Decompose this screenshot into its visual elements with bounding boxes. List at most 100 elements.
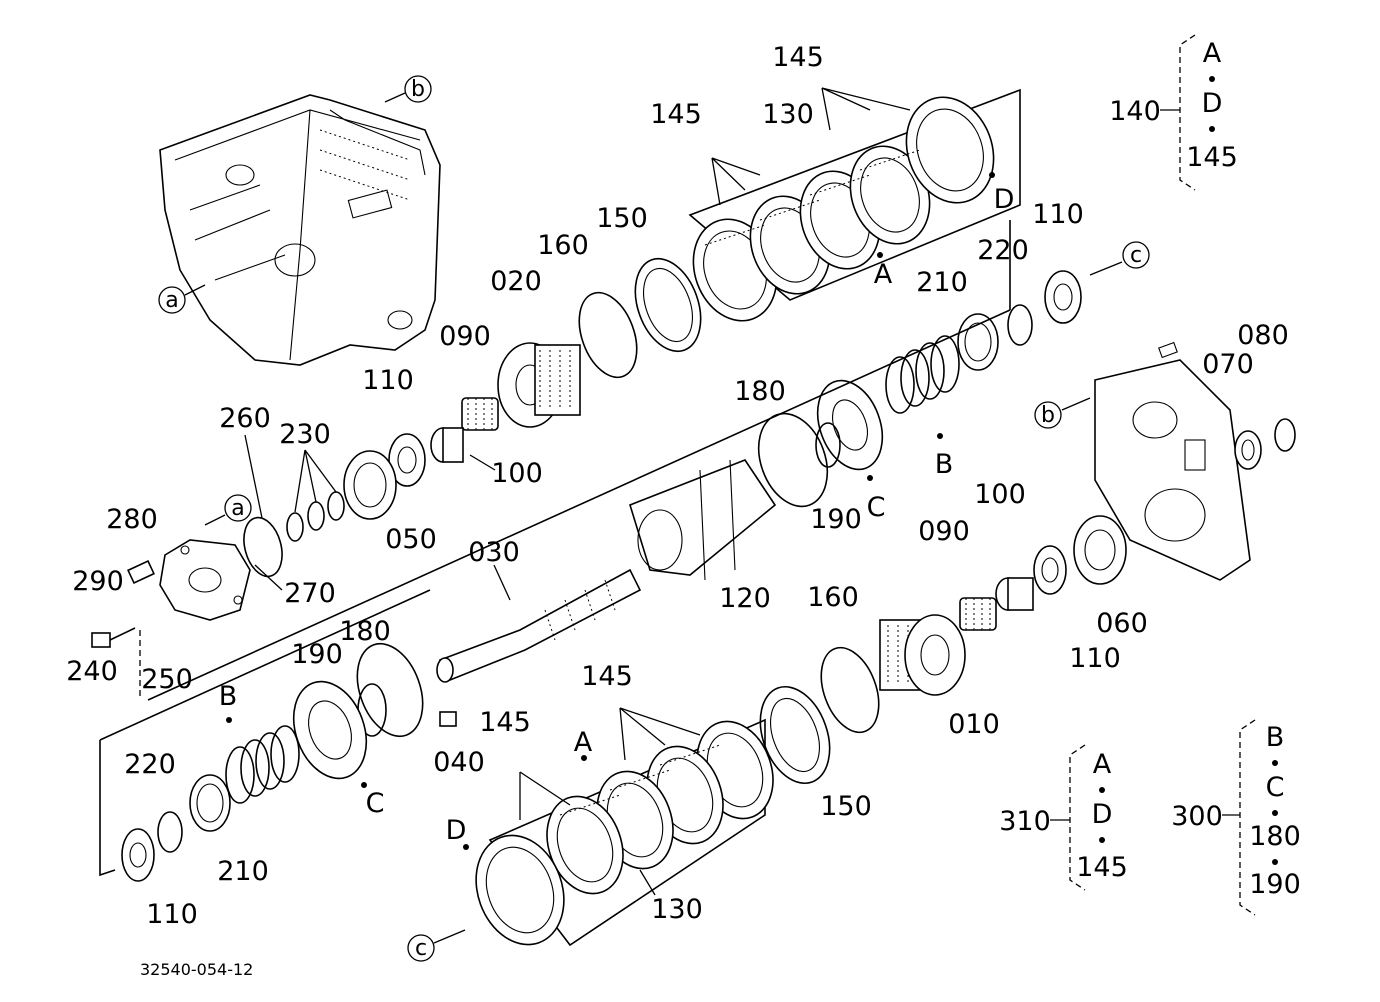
seal-ring-180-bottom [356,642,424,738]
washer-110-bottom [121,828,155,882]
washer-210-bottom [189,774,231,832]
label-145-top-a: 145 [772,42,824,73]
bolt-290 [91,627,136,648]
mark-A-top: A [874,259,893,290]
label-090-right: 090 [918,516,970,547]
gear-020 [497,342,581,428]
mark-C-top: C [867,492,886,523]
ball-bearing-060 [1073,515,1127,585]
plate-150-bottom [759,685,831,785]
svg-text:180: 180 [1249,821,1301,852]
mark-D-bottom: D [446,815,467,846]
label-130-top: 130 [762,99,814,130]
collar-100-right [995,577,1034,611]
rear-cover-plate [1094,341,1251,581]
snap-ring-160-bottom [820,646,880,734]
label-145-bottom-a: 145 [581,661,633,692]
svg-text:300: 300 [1171,801,1223,832]
svg-text:310: 310 [999,806,1051,837]
clutch-drum-120 [629,459,777,581]
washer-210-top [957,313,999,371]
svg-text:D: D [1202,88,1223,119]
bolt-280 [127,559,155,585]
label-110-top-left: 110 [362,365,414,396]
mark-D-top: D [994,184,1015,215]
label-100-right: 100 [974,479,1026,510]
label-020: 020 [490,266,542,297]
svg-text:140: 140 [1109,96,1161,127]
label-270: 270 [284,578,336,609]
kit-310: 310 A D 145 [999,744,1128,891]
seal-ring-190-mid [815,422,841,468]
label-210-top: 210 [916,267,968,298]
label-110-right: 110 [1069,643,1121,674]
svg-text:A: A [1203,38,1222,69]
label-210-bottom: 210 [217,856,269,887]
collar-100-top [430,427,464,463]
circle-ref-c-right: c [1089,241,1150,276]
washer-110-top-left [388,433,426,487]
label-060: 060 [1096,608,1148,639]
spring-B-top [885,335,960,414]
circle-ref-c-bottom: c [407,929,466,962]
label-080: 080 [1237,320,1289,351]
circle-ref-a-left: a [158,284,206,314]
piston-mid [816,379,884,471]
circle-ref-b-top: b [384,75,432,103]
gear-010 [879,614,966,696]
label-180-bottom: 180 [339,616,391,647]
label-220-bottom: 220 [124,749,176,780]
svg-text:C: C [1266,772,1285,803]
drawing-number: 32540-054-12 [140,960,253,979]
upper-clutch-pack [688,87,1021,322]
kit-140: 140 A D 145 [1109,34,1238,191]
label-160-bottom: 160 [807,582,859,613]
label-220-top: 220 [977,235,1029,266]
svg-text:D: D [1092,799,1113,830]
label-110-bottom: 110 [146,899,198,930]
label-145-top-b: 145 [650,99,702,130]
washer-110-right [1033,545,1067,595]
label-010: 010 [948,709,1000,740]
assembly-bracket-lower [99,589,431,877]
circle-ref-b-right: b [1034,397,1091,429]
svg-text:B: B [1266,722,1285,753]
label-030: 030 [468,537,520,568]
label-090-top: 090 [439,321,491,352]
label-120: 120 [719,583,771,614]
label-290: 290 [72,566,124,597]
label-150-bottom: 150 [820,791,872,822]
needle-bearing-090-right [959,597,997,631]
label-230: 230 [279,419,331,450]
needle-bearing-090-top [461,397,499,431]
svg-text:b: b [411,77,425,102]
circle-ref-a-cover: a [204,494,252,526]
washer-070 [1234,430,1262,470]
label-050: 050 [385,524,437,555]
svg-text:145: 145 [1076,852,1128,883]
mark-A-bottom: A [574,727,593,758]
label-160-top: 160 [537,230,589,261]
kit-300: 300 B C 180 190 [1171,719,1301,916]
label-040: 040 [433,747,485,778]
mark-B-bottom: B [219,681,238,712]
label-190-bottom: 190 [291,639,343,670]
seal-rings-230 [286,449,345,542]
svg-text:A: A [1093,749,1112,780]
svg-text:145: 145 [1186,142,1238,173]
o-ring-260 [243,516,283,578]
cover-assembly [159,539,251,621]
label-190-mid: 190 [810,504,862,535]
svg-text:c: c [415,936,427,961]
snap-ring-220-top [1007,304,1033,346]
label-250: 250 [141,664,193,695]
svg-text:a: a [231,496,244,521]
label-130-bottom: 130 [651,894,703,925]
svg-text:190: 190 [1249,869,1301,900]
label-070: 070 [1202,349,1254,380]
snap-ring-220-bottom [157,811,183,853]
shaft-030 [436,568,642,683]
spring-B-bottom [225,725,300,804]
label-180-mid: 180 [734,376,786,407]
